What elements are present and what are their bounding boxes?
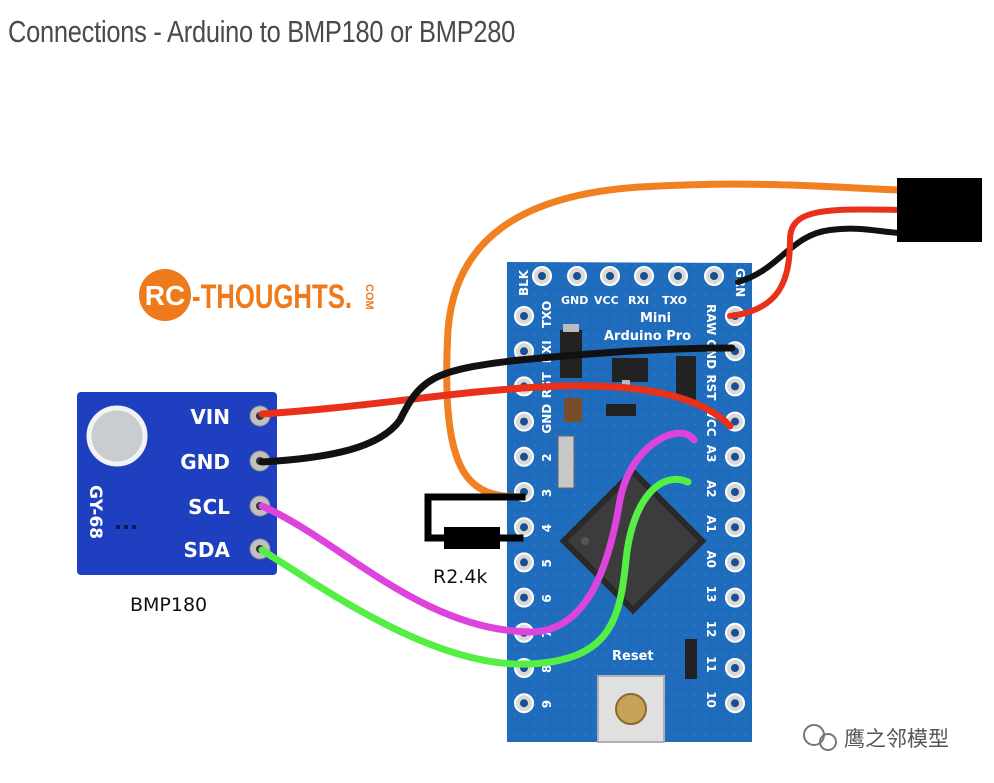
right-pin-label-10: 11 — [704, 656, 718, 673]
logo-rc-badge — [139, 269, 191, 321]
page-title: Connections - Arduino to BMP180 or BMP28… — [8, 14, 516, 49]
resistor-label: R2.4k — [433, 566, 487, 588]
left-pin-pad-4-hole — [520, 452, 528, 461]
reset-label: Reset — [612, 649, 654, 664]
top-pin-pad-vcc-hole — [606, 272, 614, 280]
right-pin-pad-4-hole — [731, 452, 739, 461]
wire-orange-signal — [443, 180, 904, 501]
wire-red-vin — [258, 382, 734, 430]
watermark-text: 鹰之邻模型 — [844, 727, 949, 751]
wire-black-servo — [735, 225, 903, 285]
top-pin-pad-rxi-hole — [640, 272, 648, 280]
left-pin-label-6: 4 — [540, 524, 554, 532]
board-name-pro: Arduino Pro — [604, 329, 691, 344]
right-pin-label-0: RAW — [704, 304, 718, 335]
top-pin-pad-blk-hole — [538, 272, 546, 280]
bmp-model-label: GY-68 — [85, 485, 105, 539]
right-pin-label-5: A2 — [704, 480, 718, 498]
left-pin-label-7: 5 — [540, 559, 554, 567]
left-pin-pad-1-hole — [520, 347, 528, 356]
top-pin-label-gnd: GND — [561, 294, 588, 307]
bmp-pin-label-sda: SDA — [184, 538, 231, 562]
right-pin-label-6: A1 — [704, 515, 718, 533]
bmp-mount-hole — [86, 405, 148, 467]
right-pin-pad-3-hole — [731, 417, 739, 426]
left-pin-pad-11-hole — [520, 699, 528, 708]
right-pin-pad-6-hole — [731, 523, 739, 532]
left-pin-label-8: 6 — [540, 594, 554, 602]
left-pin-label-10: 8 — [540, 665, 554, 673]
right-pin-pad-10-hole — [731, 664, 739, 672]
rc-thoughts-logo: RC -THOUGHTS. COM — [139, 269, 375, 321]
top-pin-pad-grn-hole — [710, 272, 718, 280]
right-pin-pad-11-hole — [731, 699, 739, 708]
right-pin-pad-8-hole — [731, 593, 739, 602]
left-pin-pad-8-hole — [520, 593, 528, 602]
crystal — [557, 435, 575, 489]
wire-black-gnd — [258, 344, 736, 466]
top-pin-label-rxi: RXI — [628, 294, 649, 307]
wire-red-servo — [727, 206, 903, 319]
logo-rc-text: RC — [145, 280, 185, 311]
right-pin-pad-7-hole — [731, 558, 739, 567]
left-pin-label-0: TXO — [540, 301, 554, 328]
left-pin-label-11: 9 — [540, 700, 554, 708]
right-pin-label-11: 10 — [704, 691, 718, 708]
right-pin-label-7: A0 — [704, 550, 718, 568]
left-pin-pad-6-hole — [520, 523, 528, 532]
top-pin-pad-gnd-hole — [573, 272, 581, 280]
reset-button-cap — [615, 693, 647, 725]
left-pin-label-9: 7 — [540, 629, 554, 637]
bmp-pin-label-vin: VIN — [190, 405, 230, 429]
left-pin-pad-3-hole — [520, 417, 528, 426]
bmp-pin-label-gnd: GND — [180, 450, 230, 474]
top-pin-label-vcc: VCC — [594, 294, 619, 307]
watermark: 鹰之邻模型 — [803, 724, 949, 751]
right-pin-label-1: GND — [704, 339, 718, 369]
right-pin-pad-9-hole — [731, 628, 739, 637]
bmp-pin-label-scl: SCL — [188, 495, 230, 519]
logo-com: COM — [363, 284, 375, 310]
wire-magenta-scl — [258, 429, 698, 636]
right-pin-label-4: A3 — [704, 445, 718, 463]
wechat-icon — [803, 724, 837, 751]
top-pin-label-blk: BLK — [517, 269, 531, 296]
wire-green-sda — [258, 475, 692, 668]
right-pin-label-9: 12 — [704, 621, 718, 638]
reset-button — [597, 675, 665, 743]
left-pin-pad-7-hole — [520, 558, 528, 567]
left-pin-label-4: 2 — [540, 453, 554, 461]
top-pin-label-txo: TXO — [662, 294, 687, 307]
logo-wordmark: -THOUGHTS. — [192, 278, 352, 316]
right-pin-pad-5-hole — [731, 488, 739, 496]
resistor-body — [444, 527, 500, 549]
wires — [258, 180, 904, 668]
bmp-caption: BMP180 — [130, 594, 207, 616]
left-pin-pad-0-hole — [520, 312, 528, 320]
right-pin-label-2: RST — [704, 374, 718, 401]
left-pin-label-5: 3 — [540, 489, 554, 497]
top-pin-pad-txo-hole — [674, 272, 682, 280]
receiver-connector — [897, 178, 982, 242]
right-pin-label-8: 13 — [704, 586, 718, 603]
smd-components — [560, 324, 697, 679]
bmp180-module: GY-68 VIN GND SCL SDA — [77, 392, 277, 575]
board-name-mini: Mini — [640, 311, 671, 326]
right-pin-pad-2-hole — [731, 382, 739, 391]
left-pin-label-3: GND — [540, 404, 554, 434]
resistor — [424, 493, 526, 549]
bmp-smd-dots — [116, 525, 136, 529]
